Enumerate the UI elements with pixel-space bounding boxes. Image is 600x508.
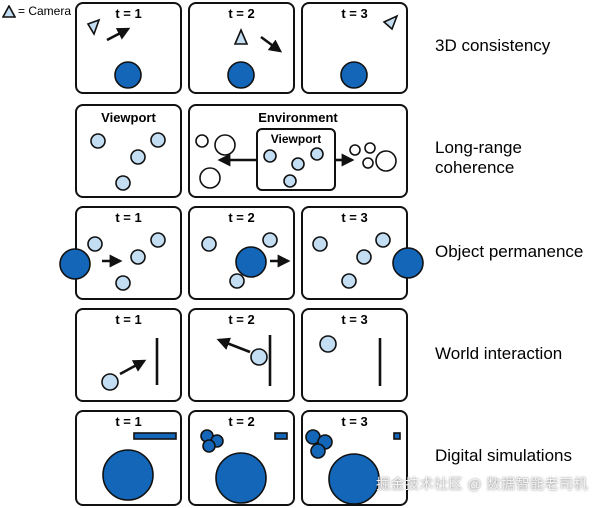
viewport-title: Viewport: [101, 110, 156, 125]
object-circle: [392, 247, 424, 279]
object-circle: [340, 61, 368, 89]
arrow-icon: [260, 35, 283, 53]
time-label: t = 1: [115, 312, 142, 327]
row-label-long-range-coherence: Long-range coherence: [435, 138, 522, 177]
camera-icon: [86, 18, 101, 36]
object-circle: [227, 61, 255, 89]
row-label-world-interaction: World interaction: [435, 344, 563, 363]
row-label-object-permanence: Object permanence: [435, 242, 584, 261]
panel-interaction-t1: t = 1: [75, 308, 182, 402]
camera-legend: = Camera: [2, 4, 71, 18]
time-label: t = 2: [228, 210, 255, 225]
camera-icon: [233, 27, 249, 45]
object-circle: [215, 452, 267, 504]
arrow-icon: [119, 359, 147, 376]
object-circle: [328, 453, 380, 505]
object-circle: [235, 246, 267, 278]
time-label: t = 3: [341, 414, 368, 429]
progress-bar: [393, 432, 401, 440]
object-circle: [59, 248, 91, 280]
time-label: t = 3: [341, 210, 368, 225]
time-label: t = 2: [228, 6, 255, 21]
watermark: 掘金技术社区 @ 数据智能老司机: [376, 476, 588, 492]
environment-title: Environment: [258, 110, 338, 125]
time-label: t = 1: [115, 6, 142, 21]
time-label: t = 1: [115, 414, 142, 429]
panel-interaction-t3: t = 3: [301, 308, 408, 402]
progress-bar: [274, 432, 288, 440]
arrow-icon: [216, 337, 251, 354]
row-label-3d-consistency: 3D consistency: [435, 36, 551, 55]
object-circle: [102, 449, 154, 501]
time-label: t = 1: [115, 210, 142, 225]
arrow-icon: [106, 27, 131, 42]
panel-interaction-t2: t = 2: [188, 308, 295, 402]
progress-bar: [133, 432, 177, 440]
time-label: t = 2: [228, 414, 255, 429]
inner-viewport-title: Viewport: [270, 132, 322, 146]
time-label: t = 2: [228, 312, 255, 327]
camera-legend-label: = Camera: [18, 4, 72, 18]
time-label: t = 3: [341, 6, 368, 21]
camera-triangle-icon: [2, 4, 16, 18]
time-label: t = 3: [341, 312, 368, 327]
object-circle: [114, 61, 142, 89]
camera-icon: [382, 14, 399, 31]
row-label-digital-simulations: Digital simulations: [435, 446, 572, 465]
